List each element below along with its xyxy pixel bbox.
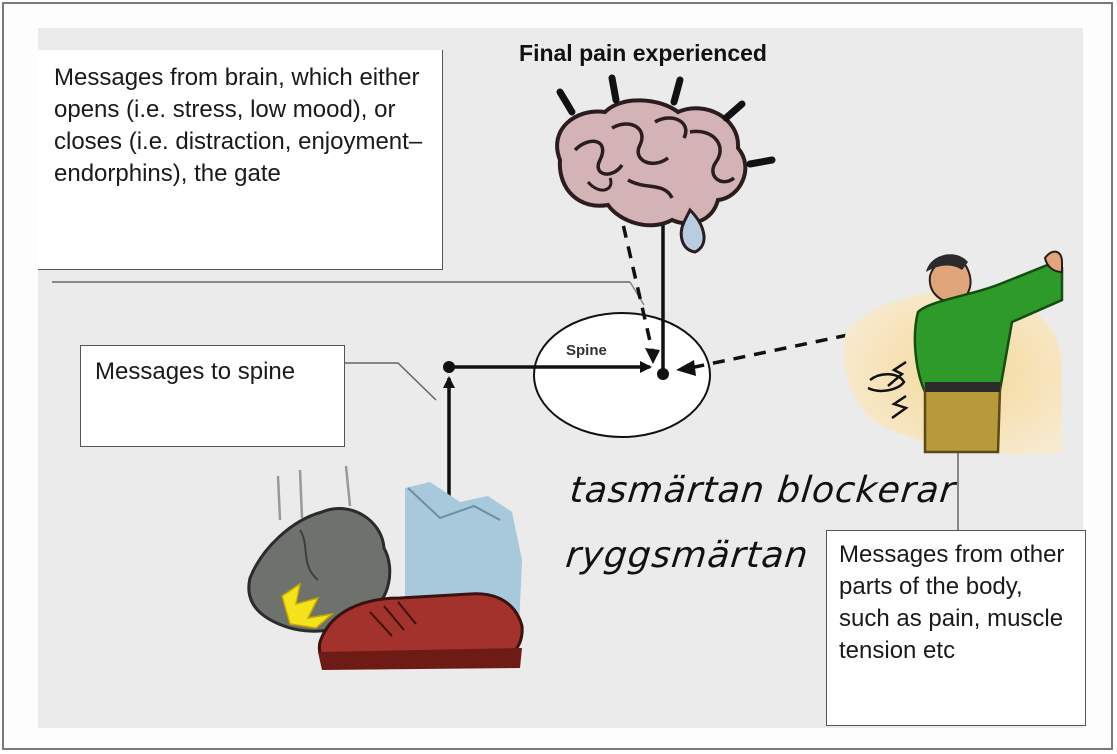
body-to-spine-arrowhead xyxy=(676,360,696,376)
handwritten-note-line-1: tasmärtan blockerar xyxy=(567,470,958,511)
foot-on-rock-icon xyxy=(247,465,524,670)
handwritten-note-line-2: ryggsmärtan xyxy=(563,535,811,576)
man-pain-icon xyxy=(843,250,1064,455)
body-messages-box: Messages from other parts of the body, s… xyxy=(826,530,1086,726)
body-to-spine-dashed xyxy=(689,333,849,370)
final-pain-heading: Final pain experienced xyxy=(519,40,767,66)
spine-ellipse xyxy=(533,312,711,438)
brain-icon xyxy=(555,74,776,254)
divider-line-drop xyxy=(629,281,645,306)
spine-box-leader xyxy=(345,362,437,401)
spine-label: Spine xyxy=(566,342,607,359)
brain-messages-box: Messages from brain, which either opens … xyxy=(38,50,443,270)
brain-to-spine-arrowhead xyxy=(645,348,660,364)
spine-messages-box: Messages to spine xyxy=(80,345,345,447)
